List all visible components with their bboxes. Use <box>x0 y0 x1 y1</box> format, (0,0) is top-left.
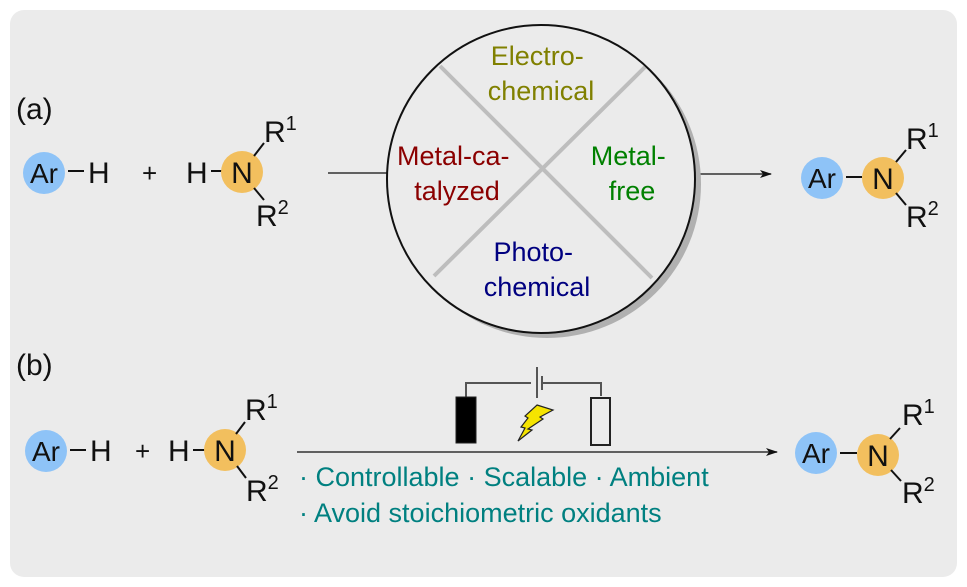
bond <box>889 427 901 440</box>
amine-circle <box>221 151 263 193</box>
bond <box>895 192 907 206</box>
lightning-bolt-icon <box>517 404 555 442</box>
method-electrochemical: Electro- chemical <box>488 41 595 106</box>
product-aryl-amine: Ar N R1 R2 <box>795 396 935 510</box>
r2-label: R2 <box>256 197 289 233</box>
plus-sign: + <box>142 158 157 188</box>
circle-outline <box>386 24 696 334</box>
features-line-1: · Controllable · Scalable · Ambient <box>299 462 709 492</box>
hydrogen-label: H <box>88 157 110 190</box>
method-photochemical: Photo- chemical <box>484 237 591 302</box>
bond <box>253 187 265 201</box>
panel-b-label: (b) <box>16 349 53 382</box>
bond <box>890 469 902 482</box>
methods-circle: Electro- chemical Metal-ca- talyzed Meta… <box>386 24 701 338</box>
electrolysis-cell-icon <box>455 367 611 446</box>
r1-label: R1 <box>906 120 939 156</box>
aryl-label: Ar <box>808 163 836 194</box>
nitrogen-label: N <box>231 157 253 190</box>
reactant-amine: H N R1 R2 <box>186 113 297 233</box>
aryl-circle <box>23 152 65 194</box>
anode-electrode <box>455 396 477 444</box>
method-metal-catalyzed: Metal-ca- talyzed <box>397 141 517 206</box>
panel-b: (b) Ar H + H N R1 R2 <box>16 349 935 528</box>
bond <box>895 149 907 163</box>
aryl-label: Ar <box>32 436 60 467</box>
bond <box>235 421 246 435</box>
product-aryl-amine: Ar N R1 R2 <box>801 120 939 234</box>
method-metal-free: Metal- free <box>591 141 674 206</box>
aryl-circle <box>795 432 837 474</box>
bond <box>236 465 247 479</box>
divider-line <box>432 65 647 278</box>
aryl-label: Ar <box>802 438 830 469</box>
bond <box>253 142 265 157</box>
amine-circle <box>204 429 246 471</box>
r1-label: R1 <box>902 396 935 432</box>
amine-circle <box>857 434 899 476</box>
r1-label: R1 <box>264 113 297 149</box>
aryl-circle <box>801 157 843 199</box>
reactant-arene: Ar H <box>23 152 110 194</box>
aryl-circle <box>25 430 67 472</box>
hydrogen-label: H <box>168 435 190 468</box>
r2-label: R2 <box>246 472 279 508</box>
wire <box>465 382 531 398</box>
nitrogen-label: N <box>872 163 894 196</box>
reactant-amine: H N R1 R2 <box>168 391 279 508</box>
amine-circle <box>862 157 904 199</box>
r2-label: R2 <box>902 474 935 510</box>
cathode-electrode <box>590 397 611 446</box>
plus-sign: + <box>135 436 150 466</box>
nitrogen-label: N <box>867 440 889 473</box>
reactant-arene: Ar H <box>25 430 112 472</box>
nitrogen-label: N <box>214 435 236 468</box>
hydrogen-label: H <box>186 157 208 190</box>
panel-a: (a) Ar H + H N R1 R2 <box>16 24 939 338</box>
aryl-label: Ar <box>30 158 58 189</box>
features-line-2: · Avoid stoichiometric oxidants <box>299 498 662 528</box>
r2-label: R2 <box>906 198 939 234</box>
panel-a-label: (a) <box>16 93 53 126</box>
r1-label: R1 <box>245 391 278 427</box>
wire <box>543 382 602 396</box>
divider-line <box>438 64 654 280</box>
hydrogen-label: H <box>90 435 112 468</box>
